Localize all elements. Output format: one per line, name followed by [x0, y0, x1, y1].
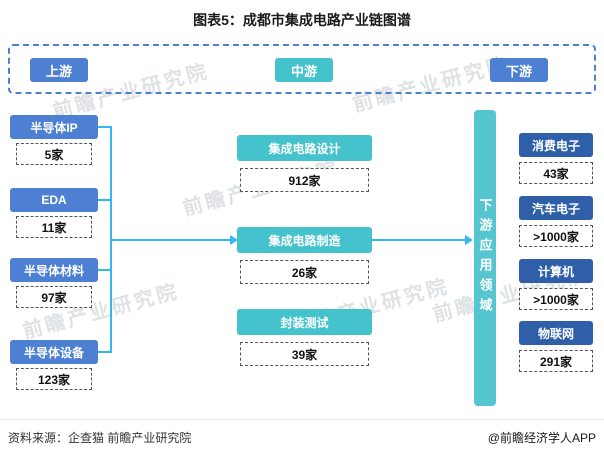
downstream-node-automotive-electronics: 汽车电子 [519, 196, 593, 220]
downstream-count: >1000家 [519, 288, 593, 310]
downstream-node-iot: 物联网 [519, 321, 593, 345]
connector-line [110, 239, 232, 241]
midstream-count: 39家 [240, 342, 369, 366]
upstream-count: 11家 [16, 216, 92, 238]
midstream-count: 912家 [240, 168, 369, 192]
upstream-node-semiconductor-ip: 半导体IP [10, 115, 98, 139]
downstream-count: >1000家 [519, 225, 593, 247]
upstream-count: 123家 [16, 368, 92, 390]
footer-divider [0, 419, 604, 420]
downstream-node-consumer-electronics: 消费电子 [519, 133, 593, 157]
midstream-node-design: 集成电路设计 [237, 135, 372, 161]
connector-line [98, 199, 111, 201]
stage-upstream-badge: 上游 [30, 58, 88, 82]
arrow-right-icon [230, 235, 238, 245]
downstream-application-bar: 下游应用领域 [474, 110, 496, 406]
connector-line [98, 351, 111, 353]
upstream-node-eda: EDA [10, 188, 98, 212]
upstream-count: 97家 [16, 286, 92, 308]
arrow-right-icon [465, 235, 473, 245]
chart-title: 图表5：成都市集成电路产业链图谱 [193, 12, 411, 28]
midstream-count: 26家 [240, 260, 369, 284]
midstream-node-packaging-testing: 封装测试 [237, 309, 372, 335]
connector-line [98, 269, 111, 271]
upstream-count: 5家 [16, 143, 92, 165]
midstream-node-manufacturing: 集成电路制造 [237, 227, 372, 253]
stage-downstream-badge: 下游 [490, 58, 548, 82]
data-source-text: 资料来源：企查猫 前瞻产业研究院 [8, 431, 192, 445]
credit-text: @前瞻经济学人APP [487, 431, 596, 445]
connector-line [372, 239, 466, 241]
connector-line [98, 126, 111, 128]
upstream-node-materials: 半导体材料 [10, 258, 98, 282]
downstream-node-computer: 计算机 [519, 259, 593, 283]
stage-legend-box: 上游 中游 下游 [8, 44, 596, 94]
downstream-count: 43家 [519, 162, 593, 184]
downstream-count: 291家 [519, 350, 593, 372]
stage-midstream-badge: 中游 [275, 58, 333, 82]
upstream-node-equipment: 半导体设备 [10, 340, 98, 364]
